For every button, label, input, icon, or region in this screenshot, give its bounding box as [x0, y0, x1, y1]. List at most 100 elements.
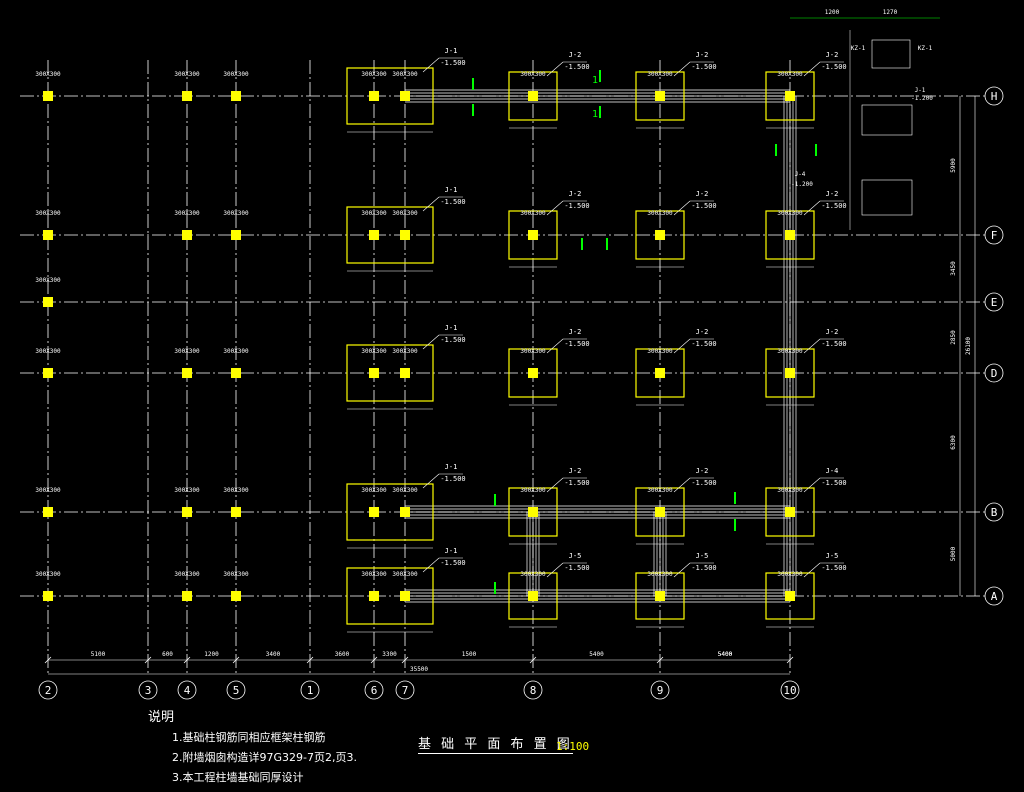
note-3: 3.本工程柱墙基础同厚设计: [172, 771, 304, 784]
axis-bubble-F: [984, 225, 1004, 245]
footing-elevation: -1.500: [691, 564, 716, 572]
column-label: 300X300: [361, 210, 387, 217]
column: [785, 91, 795, 101]
column: [785, 591, 795, 601]
footing-tag: J-1: [445, 547, 458, 555]
tag-leader: [803, 200, 821, 216]
footing-outline: [635, 210, 685, 260]
column: [182, 91, 192, 101]
dim-tick: [529, 656, 537, 664]
column-label: 300X300: [35, 348, 61, 355]
note-1: 1.基础柱钢筋同相应框架柱钢筋: [172, 731, 326, 744]
dim-tick: [306, 656, 314, 664]
column-label: 300X300: [647, 210, 673, 217]
column-label: 300X300: [223, 71, 249, 78]
column: [528, 91, 538, 101]
axis-bubble-D: [984, 363, 1004, 383]
footing-tag: J-2: [569, 190, 582, 198]
column-label: 300X300: [520, 487, 546, 494]
column: [400, 591, 410, 601]
column: [231, 591, 241, 601]
axis-label-A: A: [991, 590, 998, 603]
footing-elevation: -1.500: [564, 564, 589, 572]
axis-bubble-10: [780, 680, 800, 700]
dim-tick: [144, 656, 152, 664]
detail-footing-tag: J-4: [795, 171, 806, 178]
footing-elevation: -1.500: [691, 479, 716, 487]
footing-tag: J-2: [826, 190, 839, 198]
dim-tick: [370, 656, 378, 664]
footing-elevation: -1.500: [440, 59, 465, 67]
footing-tags: J-1-1.500J-1-1.500J-1-1.500J-1-1.500J-1-…: [347, 47, 847, 633]
column-label: 300X300: [392, 71, 418, 78]
column-label: 300X300: [777, 571, 803, 578]
column-label: 300X300: [361, 71, 387, 78]
tag-leader: [673, 200, 691, 216]
column-label: 300X300: [361, 348, 387, 355]
tag-leader: [422, 473, 440, 489]
dim-value: 1500: [462, 651, 477, 658]
footing-tag: J-1: [445, 186, 458, 194]
axis-bubble-A: [984, 586, 1004, 606]
column: [400, 230, 410, 240]
column: [43, 591, 53, 601]
column-label: 300X300: [392, 571, 418, 578]
dim-tick: [656, 656, 664, 664]
detail-kz-label: KZ-1: [918, 45, 933, 52]
tag-leader: [673, 562, 691, 578]
footing-elevation: -1.500: [564, 340, 589, 348]
axis-label-7: 7: [402, 684, 409, 697]
detail-kz-label: KZ-1: [851, 45, 866, 52]
column-label: 300X300: [174, 71, 200, 78]
axis-bubble-H: [984, 86, 1004, 106]
tag-leader: [803, 477, 821, 493]
column: [528, 591, 538, 601]
footing-elevation: -1.500: [691, 63, 716, 71]
column-label: 300X300: [647, 71, 673, 78]
column-label: 300X300: [520, 71, 546, 78]
column-label: 300X300: [35, 71, 61, 78]
axis-label-6: 6: [371, 684, 378, 697]
dim-tick: [232, 656, 240, 664]
detail-box: [871, 39, 911, 69]
dim-tick: [44, 656, 52, 664]
column: [43, 507, 53, 517]
detail-footing-1: [861, 104, 913, 136]
footing-tag: J-2: [569, 328, 582, 336]
axis-bubble-6: [364, 680, 384, 700]
right-dim-value: 5900: [950, 158, 957, 173]
column: [43, 91, 53, 101]
note-2: 2.附墙烟囱构造详97G329-7页2,页3.: [172, 751, 357, 764]
detail-footing-tag: J-1: [915, 87, 926, 94]
dim-value: 3600: [335, 651, 350, 658]
axis-label-B: B: [991, 506, 998, 519]
column-label: 300X300: [35, 277, 61, 284]
column-label: 300X300: [520, 348, 546, 355]
column-label: 300X300: [777, 487, 803, 494]
footing-outline: [346, 483, 434, 541]
axis-bubble-9: [650, 680, 670, 700]
column-label: 300X300: [777, 71, 803, 78]
dim-value: 600: [162, 651, 173, 658]
axis-bubble-7: [395, 680, 415, 700]
footing-tag: J-2: [569, 467, 582, 475]
tag-leader: [422, 196, 440, 212]
column-label: 300X300: [392, 487, 418, 494]
column: [43, 368, 53, 378]
footing-elevation: -1.500: [440, 198, 465, 206]
footing-outline: [765, 348, 815, 398]
footing-tag: J-1: [445, 47, 458, 55]
tag-leader: [422, 557, 440, 573]
column: [231, 507, 241, 517]
footing-tag: J-2: [826, 51, 839, 59]
footing-outline: [765, 210, 815, 260]
detail-footing-2: [861, 179, 913, 216]
ground-beams: [405, 89, 797, 603]
axis-bubble-4: [177, 680, 197, 700]
column: [655, 591, 665, 601]
column-label: 300X300: [361, 487, 387, 494]
right-dim-value: 3450: [950, 261, 957, 276]
footing-tag: J-2: [569, 51, 582, 59]
